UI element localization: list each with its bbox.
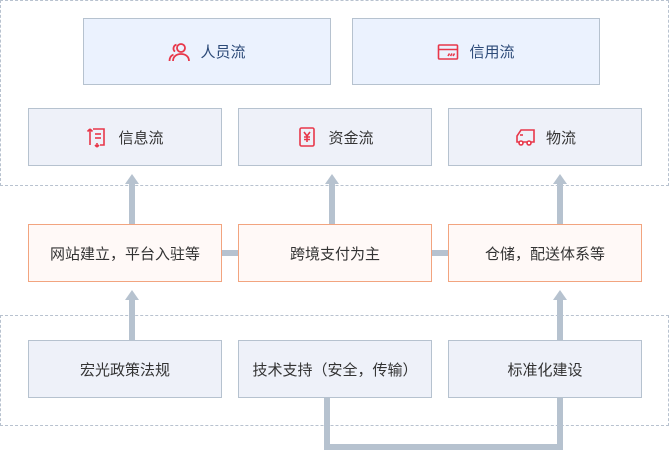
box-technical-support[interactable]: 技术支持（安全，传输） xyxy=(238,340,432,398)
box-information-flow[interactable]: 信息流 xyxy=(28,108,222,166)
box-label: 跨境支付为主 xyxy=(289,244,380,263)
box-macro-policy[interactable]: 宏光政策法规 xyxy=(28,340,222,398)
box-label: 信用流 xyxy=(469,43,515,61)
arrowhead xyxy=(325,174,339,184)
connector-horizontal xyxy=(221,250,238,256)
truck-icon xyxy=(514,126,536,148)
box-label: 信息流 xyxy=(118,128,164,147)
connector-arrow-shaft xyxy=(129,182,135,224)
yuan-bill-icon xyxy=(296,126,318,148)
box-label: 标准化建设 xyxy=(507,360,583,379)
box-website-platform[interactable]: 网站建立，平台入驻等 xyxy=(28,224,222,282)
connector-arrow-shaft xyxy=(329,182,335,224)
box-personnel-flow[interactable]: 人员流 xyxy=(83,18,331,85)
box-credit-flow[interactable]: 信用流 xyxy=(352,18,600,85)
connector-horizontal xyxy=(431,250,448,256)
connector-arrow-shaft xyxy=(129,298,135,340)
box-label: 人员流 xyxy=(200,43,246,61)
box-cross-border-payment[interactable]: 跨境支付为主 xyxy=(238,224,432,282)
connector-elbow-down xyxy=(324,397,330,450)
arrowhead xyxy=(553,174,567,184)
box-label: 资金流 xyxy=(328,128,374,147)
box-logistics-flow[interactable]: 物流 xyxy=(448,108,642,166)
connector-elbow-up xyxy=(557,397,563,450)
credit-card-icon xyxy=(437,41,459,63)
box-label: 技术支持（安全，传输） xyxy=(252,360,418,379)
connector-arrow-shaft xyxy=(557,182,563,224)
arrowhead xyxy=(125,290,139,300)
people-icon xyxy=(168,41,191,63)
box-label: 物流 xyxy=(545,128,576,147)
box-label: 宏光政策法规 xyxy=(79,360,170,379)
box-capital-flow[interactable]: 资金流 xyxy=(238,108,432,166)
box-label: 仓储，配送体系等 xyxy=(484,244,605,263)
box-label: 网站建立，平台入驻等 xyxy=(49,244,200,263)
connector-arrow-shaft xyxy=(557,298,563,340)
box-warehouse-delivery[interactable]: 仓储，配送体系等 xyxy=(448,224,642,282)
arrowhead xyxy=(553,290,567,300)
lower-group-container xyxy=(0,315,669,426)
arrowhead xyxy=(125,174,139,184)
box-standardization[interactable]: 标准化建设 xyxy=(448,340,642,398)
connector-elbow-horizontal xyxy=(324,444,563,450)
document-transfer-icon xyxy=(86,126,108,148)
